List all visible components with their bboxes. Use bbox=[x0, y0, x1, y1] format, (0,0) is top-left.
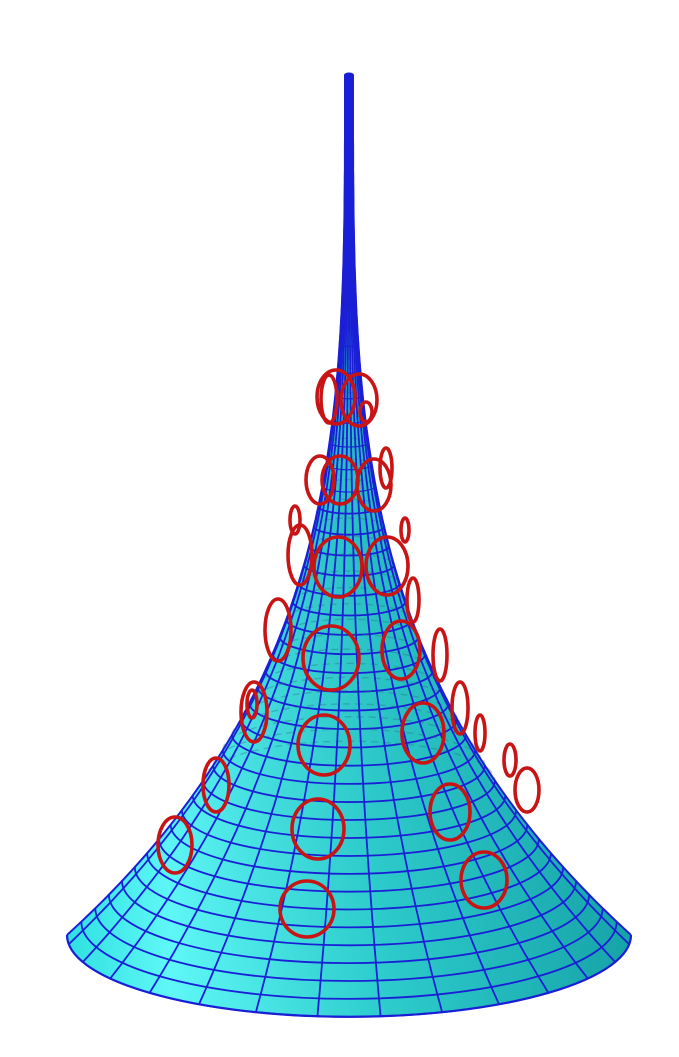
silhouette-right bbox=[352, 75, 632, 936]
latitude-ring bbox=[80, 921, 618, 1000]
red-disk bbox=[380, 619, 422, 681]
latitude-ring-back bbox=[212, 728, 486, 766]
red-disk bbox=[304, 454, 336, 506]
red-disk bbox=[201, 756, 231, 814]
red-disk bbox=[245, 688, 259, 720]
latitude-ring bbox=[202, 780, 496, 821]
red-disk bbox=[290, 797, 346, 861]
red-disk bbox=[315, 368, 357, 426]
red-disk bbox=[502, 742, 518, 778]
latitude-ring bbox=[181, 810, 517, 857]
red-disk bbox=[358, 400, 374, 424]
latitude-ring bbox=[146, 853, 552, 911]
latitude-ring bbox=[231, 734, 467, 767]
red-disk bbox=[431, 627, 449, 683]
base-rim bbox=[65, 934, 633, 1018]
latitude-ring bbox=[108, 894, 590, 964]
latitude-ring bbox=[133, 867, 565, 929]
bell-shading bbox=[67, 75, 631, 1017]
meridian-line bbox=[350, 75, 500, 1005]
geodesic-disks bbox=[156, 368, 541, 939]
red-disk bbox=[239, 680, 269, 744]
red-disk bbox=[319, 373, 339, 425]
red-disk bbox=[278, 879, 336, 939]
latitude-ring-back bbox=[285, 603, 413, 620]
latitude-ring-back bbox=[222, 716, 476, 751]
meridian-line bbox=[255, 75, 349, 1013]
latitude-ring bbox=[303, 564, 395, 577]
meridian-line bbox=[348, 75, 382, 1017]
red-disk bbox=[156, 815, 194, 875]
latitude-ring bbox=[191, 795, 507, 839]
latitude-ring bbox=[278, 636, 420, 656]
latitude-ring bbox=[256, 686, 442, 712]
red-disk bbox=[400, 701, 446, 765]
latitude-ring bbox=[158, 838, 540, 893]
red-disk bbox=[513, 766, 541, 814]
red-disk bbox=[296, 713, 352, 777]
latitude-ring bbox=[94, 908, 604, 982]
red-disk bbox=[339, 372, 379, 428]
red-disk bbox=[428, 782, 472, 842]
red-disk bbox=[473, 713, 487, 753]
latitude-ring-back bbox=[272, 633, 426, 654]
red-disk bbox=[405, 576, 421, 624]
red-disk bbox=[459, 850, 509, 910]
latitude-ring bbox=[264, 670, 434, 693]
latitude-ring bbox=[121, 880, 577, 947]
latitude-ring-back bbox=[256, 662, 442, 688]
red-disk bbox=[399, 516, 411, 544]
red-disk bbox=[288, 504, 302, 536]
meridian-line bbox=[349, 75, 443, 1013]
meridian-line bbox=[316, 75, 350, 1017]
red-disk bbox=[378, 446, 394, 490]
latitude-ring-back bbox=[279, 618, 419, 637]
red-disk bbox=[312, 535, 364, 599]
latitude-ring-back bbox=[248, 676, 450, 704]
latitude-ring-back bbox=[240, 690, 458, 720]
red-disk bbox=[364, 535, 410, 597]
latitude-ring bbox=[313, 526, 385, 536]
red-disk bbox=[263, 597, 293, 663]
latitude-ring bbox=[221, 750, 477, 785]
red-disk bbox=[450, 680, 470, 736]
red-disk bbox=[301, 624, 361, 692]
latitude-ring bbox=[291, 601, 407, 617]
